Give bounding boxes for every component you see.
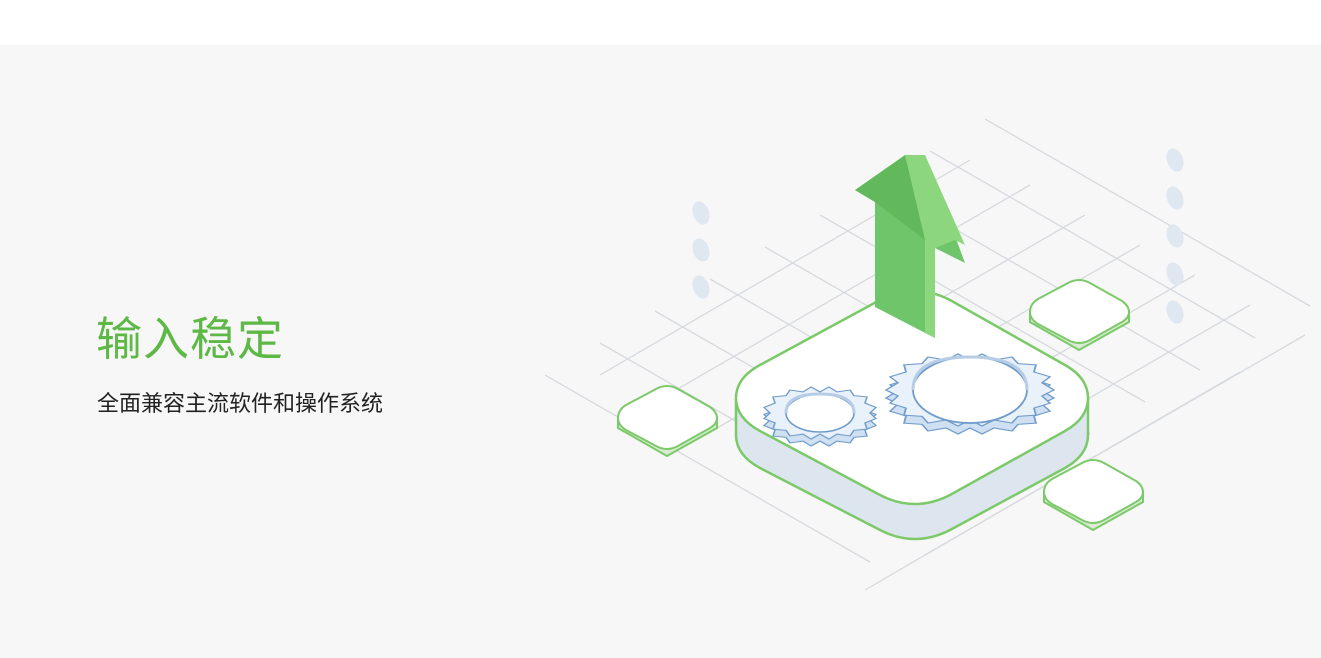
stability-illustration [544, 118, 1311, 591]
tile-icon [616, 385, 719, 458]
feature-section: 输入稳定 全面兼容主流软件和操作系统 [0, 45, 1321, 658]
feature-subtitle: 全面兼容主流软件和操作系统 [97, 392, 384, 417]
gear-icon [762, 386, 878, 447]
tile-icon [1042, 459, 1145, 532]
feature-title: 输入稳定 [96, 312, 284, 366]
top-bar [0, 0, 1321, 45]
gear-icon [884, 353, 1056, 435]
decor-dots [692, 148, 1184, 324]
tile-icon [1028, 279, 1131, 352]
upload-arrow-icon [855, 155, 965, 338]
